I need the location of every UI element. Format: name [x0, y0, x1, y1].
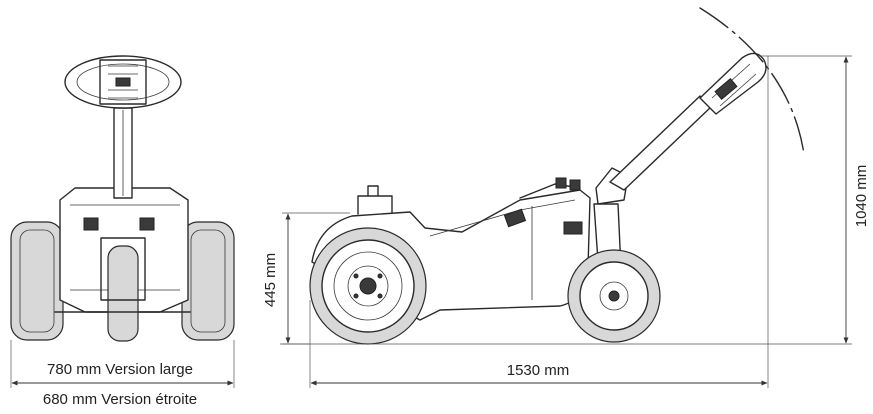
length-label: 1530 mm: [507, 362, 570, 379]
front-right-tire: [181, 221, 235, 341]
side-view-drawing: [280, 7, 805, 345]
tiller-swing-arc: [699, 7, 805, 155]
width-narrow-label: 680 mm Version étroite: [43, 391, 197, 408]
side-length-dimension: [309, 56, 769, 388]
front-label-right: [139, 217, 155, 231]
front-left-tire: [10, 221, 64, 341]
width-large-label: 780 mm Version large: [47, 361, 193, 378]
side-height-dimension: [282, 212, 350, 345]
front-width-dimension: [10, 340, 235, 388]
total-height-dimension: [758, 55, 852, 345]
tiller-arm: [609, 95, 713, 191]
height-body-label: 445 mm: [262, 253, 279, 307]
height-total-label: 1040 mm: [853, 165, 870, 228]
front-view-drawing: [10, 55, 235, 342]
front-center-wheel: [107, 245, 139, 342]
front-label-left: [83, 217, 99, 231]
